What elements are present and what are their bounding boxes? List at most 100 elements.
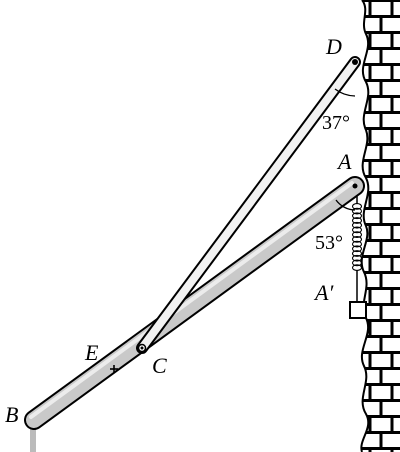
- spring-coil: [351, 217, 363, 224]
- brick: [393, 290, 400, 303]
- spring-coil: [351, 245, 363, 253]
- strut-dc: [136, 56, 361, 354]
- spring: [351, 190, 363, 302]
- brick: [382, 370, 400, 383]
- brick: [393, 322, 400, 335]
- brick: [393, 2, 400, 15]
- brick: [393, 418, 400, 431]
- spring-coil: [351, 250, 363, 257]
- brick: [371, 386, 391, 399]
- brick: [382, 338, 400, 351]
- brick: [361, 434, 380, 447]
- brick: [339, 274, 358, 287]
- angle-arc-53: [335, 199, 356, 211]
- brick: [393, 194, 400, 207]
- wall-edge: [360, 0, 370, 452]
- label-a: A: [336, 149, 352, 174]
- brick: [339, 402, 358, 415]
- brick: [393, 226, 400, 239]
- brick: [361, 258, 369, 271]
- brick: [361, 34, 369, 47]
- brick: [371, 226, 391, 239]
- spring-coil: [351, 226, 363, 234]
- label-a-prime: A′: [313, 280, 334, 305]
- brick: [361, 114, 380, 127]
- brick: [382, 210, 400, 223]
- hinge-c-center: [140, 346, 144, 350]
- brick: [371, 34, 391, 47]
- brick: [361, 18, 380, 31]
- brick: [339, 210, 358, 223]
- brick: [361, 354, 369, 367]
- brick: [393, 450, 400, 452]
- brick: [382, 114, 400, 127]
- brick: [393, 354, 400, 367]
- brick: [382, 306, 400, 319]
- beam-fill: [26, 178, 363, 428]
- beam-ab: [24, 176, 365, 430]
- brick: [371, 354, 391, 367]
- brick: [382, 402, 400, 415]
- brick: [339, 434, 358, 447]
- spring-coil: [351, 202, 363, 210]
- brick: [361, 322, 369, 335]
- strut-fill: [138, 58, 359, 352]
- brick: [361, 66, 369, 79]
- label-e: E: [84, 340, 99, 365]
- brick: [339, 370, 358, 383]
- brick: [371, 322, 391, 335]
- spring-coil: [351, 212, 363, 220]
- brick: [361, 418, 369, 431]
- brick: [371, 2, 391, 15]
- spring-coil: [351, 207, 363, 215]
- label-d: D: [325, 34, 342, 59]
- brick: [371, 258, 391, 271]
- brick: [371, 66, 391, 79]
- spring-bracket: [349, 301, 367, 319]
- center-of-mass-marker: [110, 365, 118, 373]
- brick: [393, 162, 400, 175]
- spring-coil: [351, 235, 363, 243]
- brick: [393, 130, 400, 143]
- brick: [361, 50, 380, 63]
- beam-highlight: [29, 181, 354, 419]
- brick: [382, 82, 400, 95]
- brick: [371, 130, 391, 143]
- brick: [361, 370, 380, 383]
- brick: [382, 146, 400, 159]
- brick: [361, 162, 369, 175]
- brick: [382, 242, 400, 255]
- brick: [382, 434, 400, 447]
- brick: [371, 418, 391, 431]
- brick: [339, 338, 358, 351]
- hinge-a: [352, 183, 358, 189]
- brick: [371, 194, 391, 207]
- brick: [371, 290, 391, 303]
- brick: [361, 386, 369, 399]
- spring-coil: [351, 259, 363, 267]
- brick: [371, 98, 391, 111]
- brick: [393, 258, 400, 271]
- brick: [361, 450, 369, 452]
- brick: [361, 274, 380, 287]
- brick: [382, 50, 400, 63]
- hinge-d: [352, 59, 358, 65]
- label-angle-37: 37°: [322, 112, 350, 134]
- brick: [361, 82, 380, 95]
- brick: [361, 210, 380, 223]
- brick: [393, 386, 400, 399]
- label-angle-53: 53°: [315, 232, 343, 254]
- label-c: C: [152, 353, 167, 378]
- label-b: B: [5, 402, 18, 427]
- spring-coil: [351, 221, 363, 229]
- brick: [393, 98, 400, 111]
- brick: [371, 162, 391, 175]
- spring-coils: [351, 202, 363, 272]
- spring-coil: [351, 231, 363, 239]
- brick: [393, 34, 400, 47]
- brick: [361, 402, 380, 415]
- brick: [371, 450, 391, 452]
- spring-coil: [351, 254, 363, 262]
